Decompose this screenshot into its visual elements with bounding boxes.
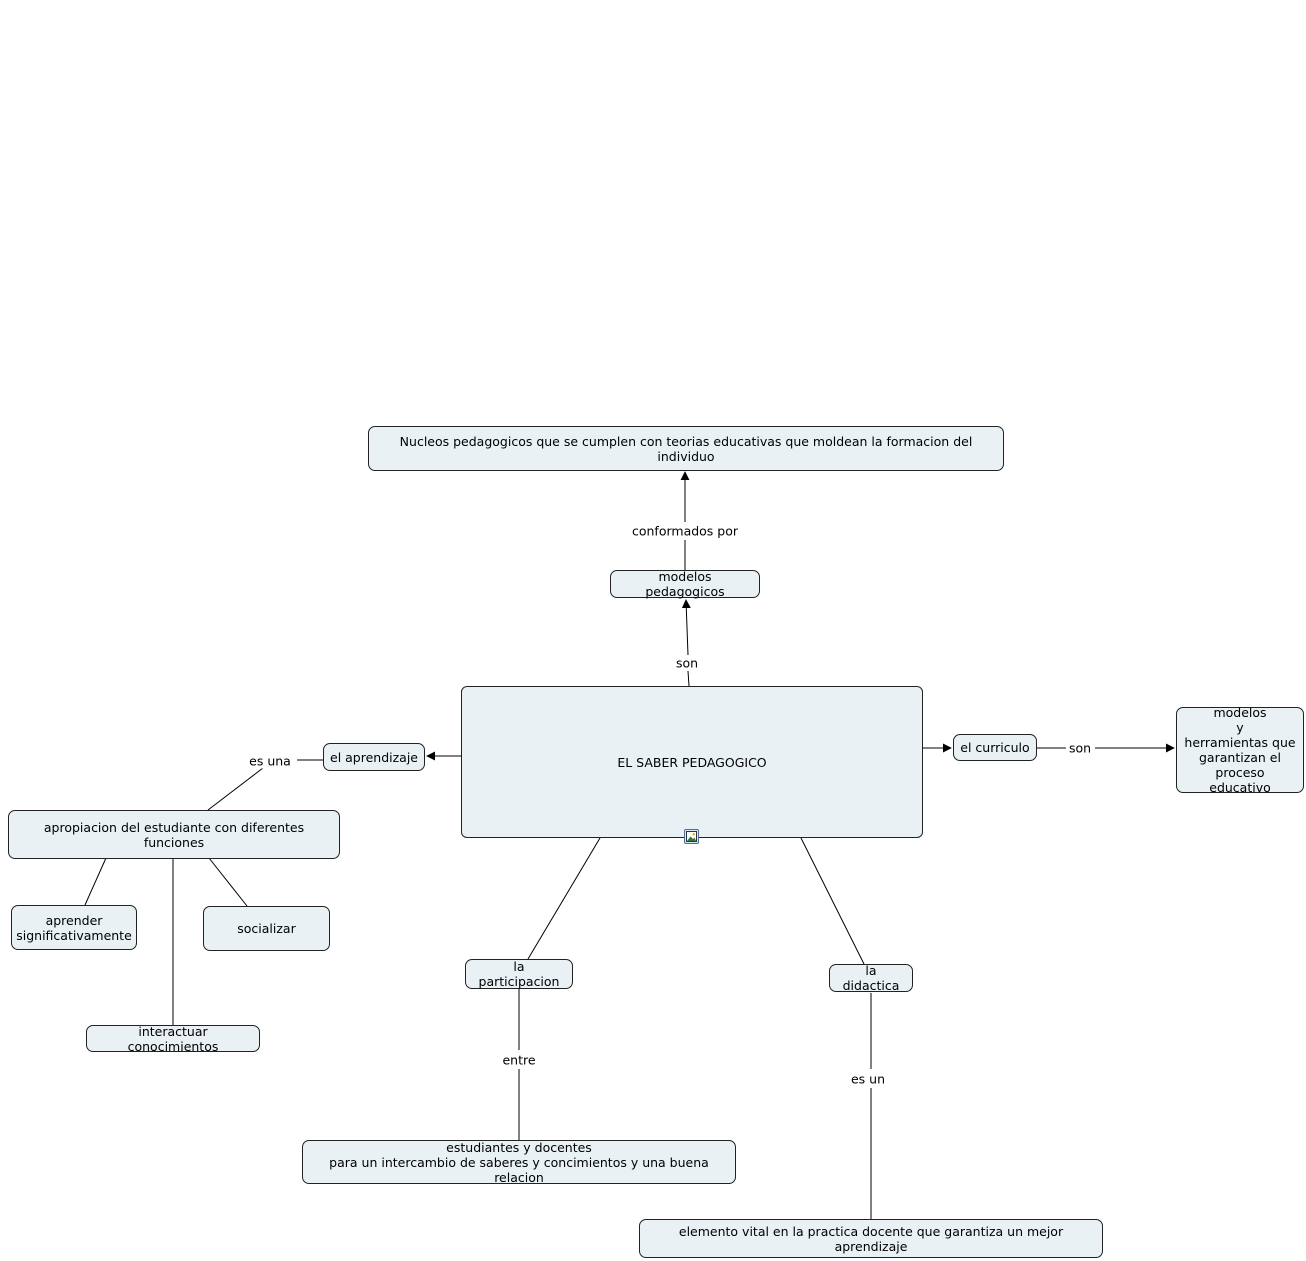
node-elemento-vital[interactable]: elemento vital en la practica docente qu… (639, 1219, 1103, 1258)
node-la-participacion[interactable]: la participacion (465, 959, 573, 989)
connector-main-participacion (527, 837, 601, 960)
node-el-curriculo[interactable]: el curriculo (953, 734, 1037, 761)
node-apropiacion[interactable]: apropiacion del estudiante con diferente… (8, 810, 340, 859)
connector-main-didactica (800, 837, 865, 965)
link-label-conformados-por: conformados por (628, 523, 742, 539)
link-label-es-un: es un (847, 1071, 889, 1087)
node-interactuar-conocimientos[interactable]: interactuar conocimientos (86, 1024, 260, 1054)
node-modelos-herramientas[interactable]: modelos y herramientas que garantizan el… (1176, 705, 1304, 795)
connector-apropiacion-socializar (208, 857, 248, 907)
node-estudiantes-docentes[interactable]: estudiantes y docentes para un intercamb… (302, 1140, 736, 1185)
node-socializar[interactable]: socializar (203, 906, 330, 951)
link-label-son-right: son (1065, 740, 1095, 756)
node-el-saber-pedagogico[interactable]: EL SABER PEDAGOGICO (461, 686, 923, 838)
link-label-son-top: son (672, 655, 702, 671)
link-label-es-una: es una (246, 753, 294, 769)
node-aprender-significativamente[interactable]: aprender significativamente (11, 905, 137, 950)
image-icon[interactable] (684, 829, 699, 844)
connector-son-top-upper (681, 599, 691, 656)
connector-son-top-lower (687, 670, 690, 687)
link-label-entre: entre (499, 1052, 539, 1068)
node-modelos-pedagogicos[interactable]: modelos pedagogicos (610, 569, 760, 599)
node-nucleos[interactable]: Nucleos pedagogicos que se cumplen con t… (368, 426, 1004, 471)
node-la-didactica[interactable]: la didactica (829, 963, 913, 993)
connector-es-una-down (207, 767, 264, 811)
node-el-aprendizaje[interactable]: el aprendizaje (323, 743, 425, 771)
connector-apropiacion-aprender (84, 857, 107, 906)
